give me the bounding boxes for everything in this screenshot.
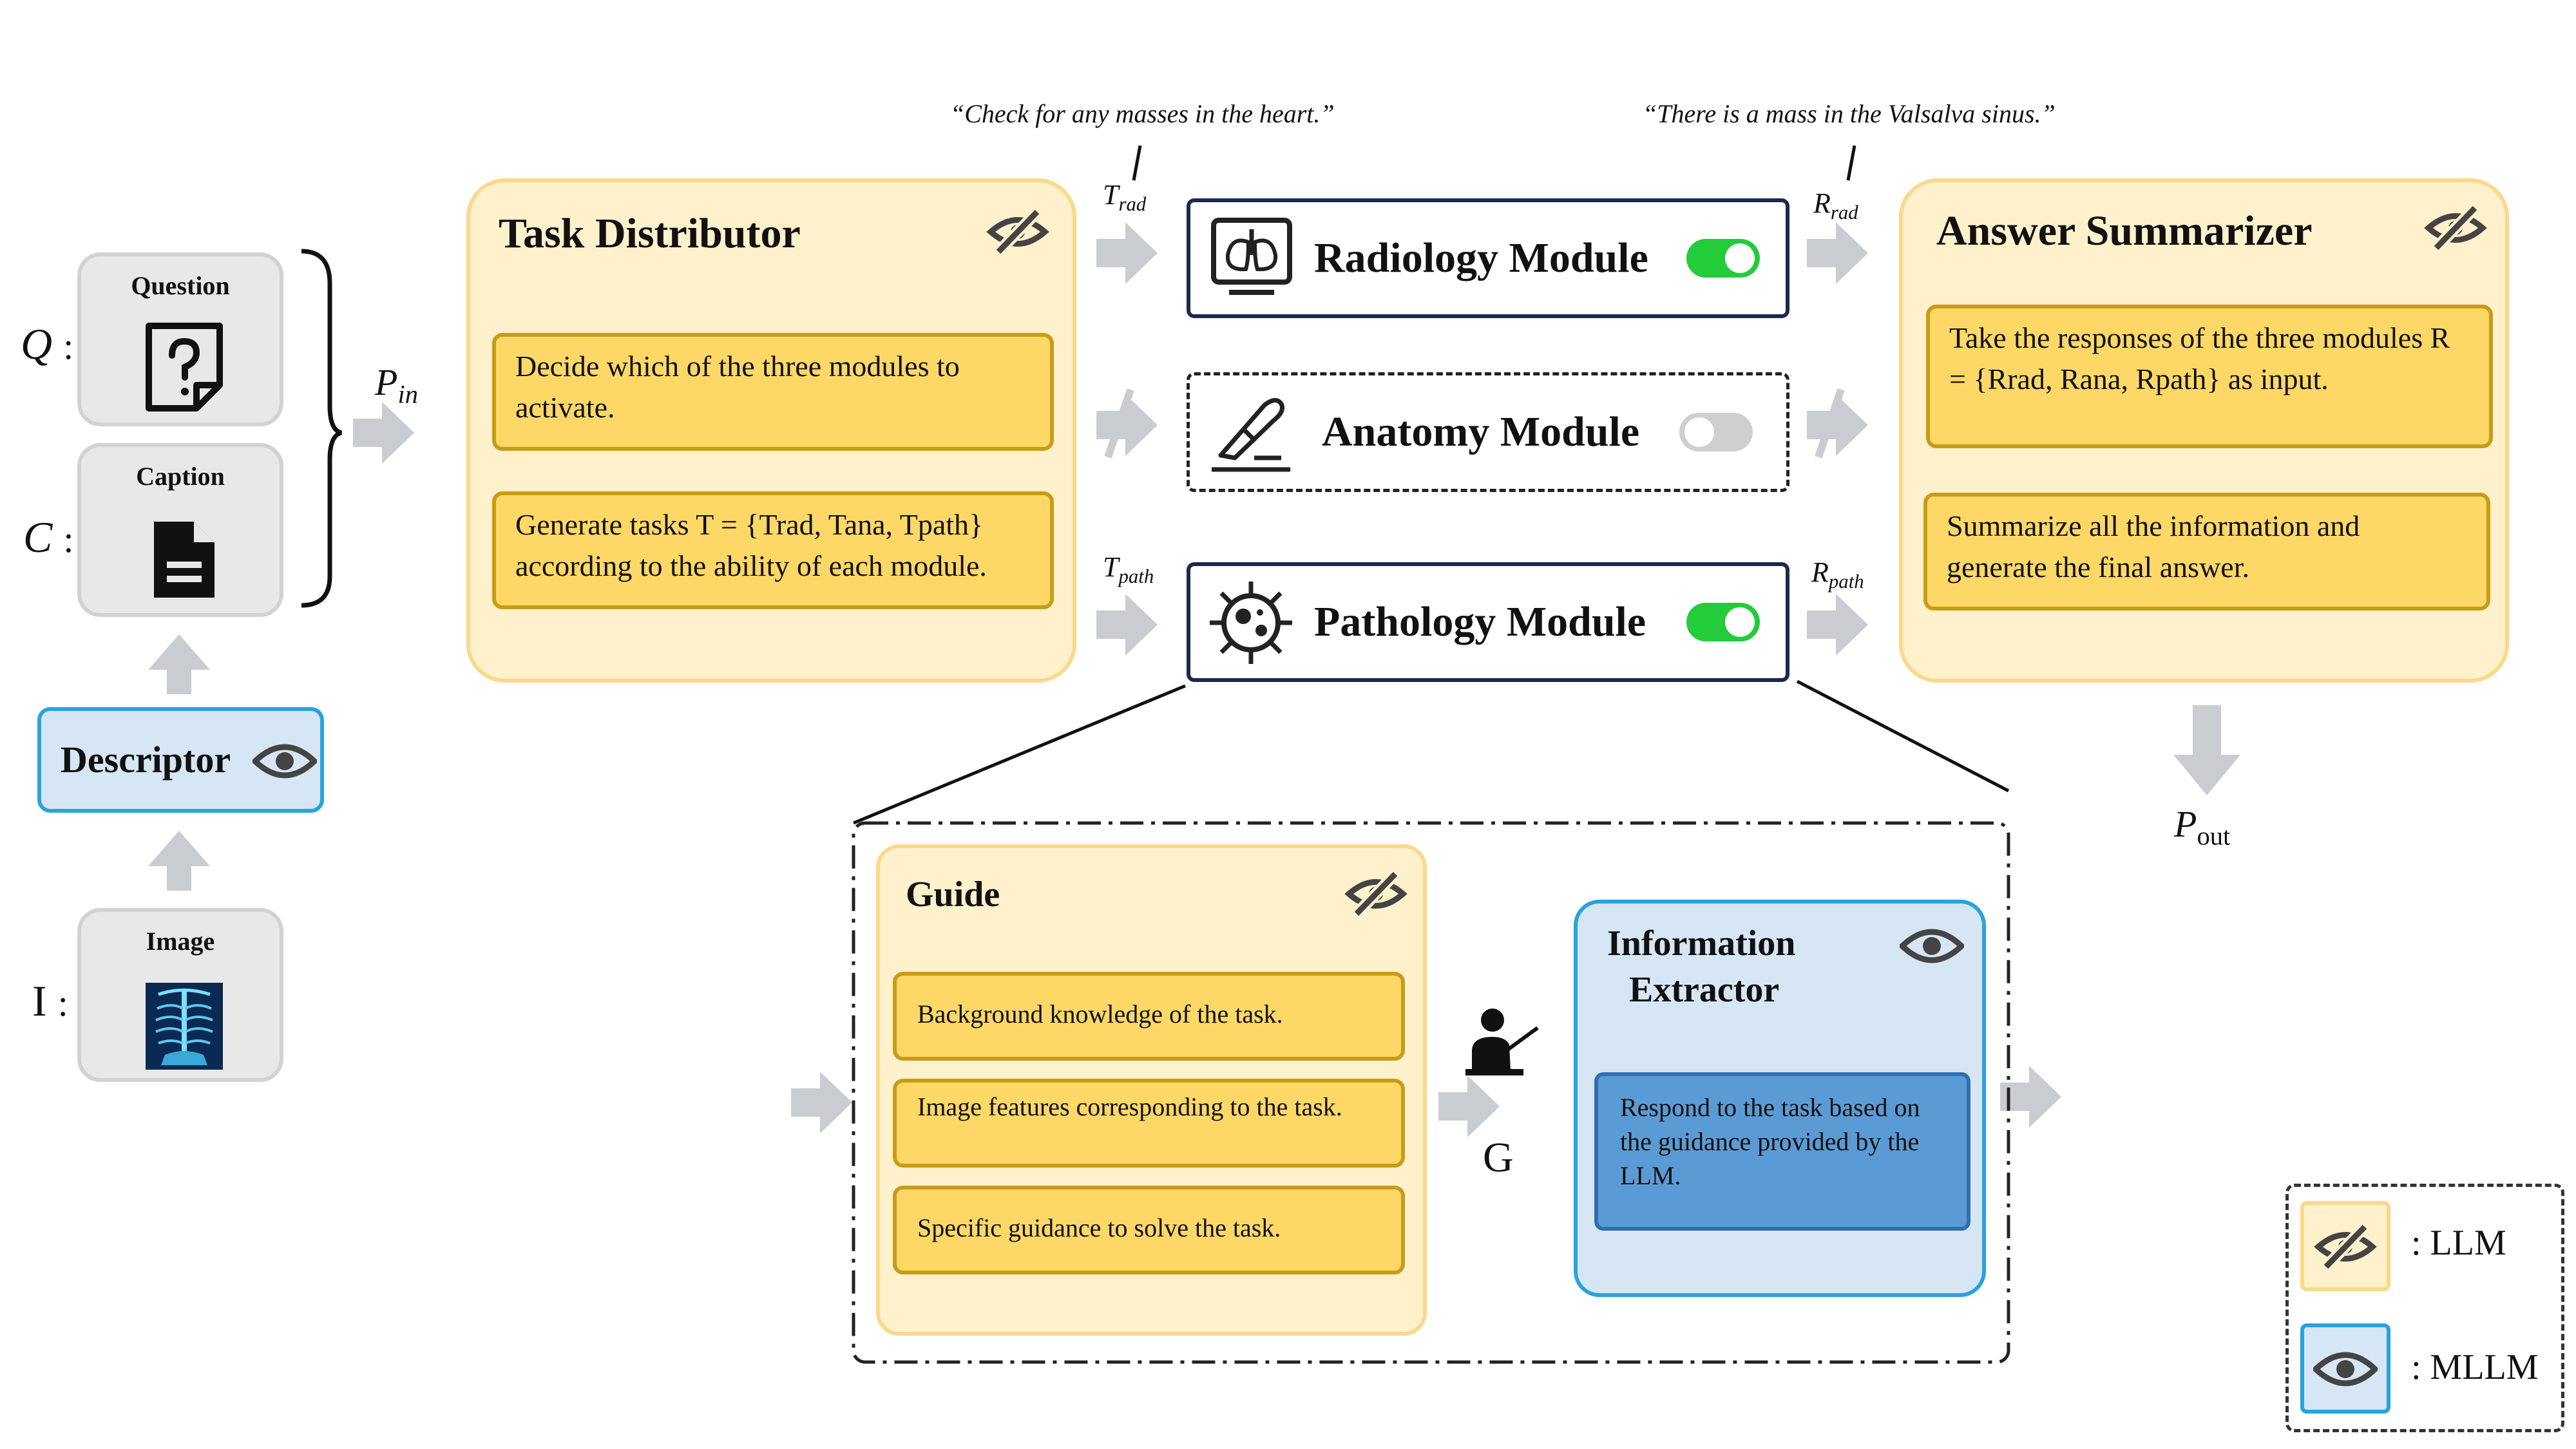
brace (301, 249, 343, 608)
extractor-title-line1: Information (1607, 923, 1796, 963)
eye-icon (2313, 1352, 2378, 1387)
document-icon (154, 522, 215, 598)
c-letter: C : (23, 513, 74, 562)
caption-label: Caption (136, 462, 225, 491)
extractor-item: Respond to the task based on the guidanc… (1594, 1072, 1970, 1231)
question-label: Question (131, 271, 230, 300)
quote-tick-2 (1846, 145, 1856, 181)
arrow-tpath (1096, 594, 1158, 656)
arrow-trad (1096, 222, 1158, 284)
guide-item-background: Background knowledge of the task. (893, 972, 1405, 1061)
descriptor-label: Descriptor (61, 739, 231, 781)
legend-mllm-swatch (2300, 1323, 2390, 1414)
eye-icon (1900, 929, 1964, 963)
i-letter: I : (32, 976, 68, 1025)
quote-tick-1 (1132, 145, 1142, 181)
anatomy-module: Anatomy Module (1187, 372, 1789, 492)
answer-summarizer-panel: Answer Summarizer Take the responses of … (1899, 178, 2509, 683)
task-item-activate: Decide which of the three modules to act… (492, 333, 1054, 451)
lungs-monitor-icon (1211, 218, 1292, 295)
virus-icon (1210, 582, 1292, 664)
q-letter: Q : (21, 319, 74, 368)
arrow-pin (353, 402, 414, 464)
pathology-detail-frame (852, 821, 2010, 1364)
pathology-toggle[interactable] (1686, 603, 1760, 641)
question-quote: “Check for any masses in the heart.” (950, 99, 1335, 128)
scalpel-icon (1212, 398, 1290, 472)
pathology-module: Pathology Module (1187, 562, 1789, 682)
legend-mllm-label: : MLLM (2411, 1347, 2539, 1387)
caption-box: Caption (77, 443, 283, 617)
t-path-label: Tpath (1103, 551, 1154, 587)
information-extractor-panel: Information Extractor Respond to the tas… (1574, 900, 1986, 1297)
block-slash-1 (1104, 388, 1134, 459)
radiology-toggle[interactable] (1686, 239, 1760, 278)
eye-slash-icon (1344, 871, 1407, 916)
radiology-module: Radiology Module (1187, 198, 1789, 318)
p-in-label: Pin (375, 361, 419, 409)
question-doc-icon (146, 323, 223, 412)
anatomy-toggle[interactable] (1679, 413, 1753, 451)
legend: : LLM : MLLM (2285, 1184, 2564, 1432)
guide-title: Guide (906, 875, 1000, 914)
r-rad-label: Rrad (1813, 187, 1858, 223)
guide-item-guidance: Specific guidance to solve the task. (893, 1186, 1405, 1274)
extractor-title-line2: Extractor (1629, 970, 1780, 1010)
anatomy-module-name: Anatomy Module (1322, 408, 1640, 455)
xray-image-icon (146, 983, 223, 1070)
arrow-g (1438, 1075, 1500, 1137)
image-label: Image (146, 927, 215, 956)
question-box: Question (77, 252, 283, 426)
p-out-label: Pout (2174, 803, 2231, 851)
arrow-guide-in (791, 1072, 852, 1133)
arrow-descriptor-up (148, 634, 210, 694)
eye-slash-icon (986, 209, 1049, 254)
guide-panel: Guide Background knowledge of the task. … (876, 844, 1427, 1336)
legend-llm-swatch (2300, 1201, 2390, 1291)
zoom-line-left (853, 684, 1186, 825)
task-item-generate: Generate tasks T = {Trad, Tana, Tpath} a… (492, 491, 1054, 609)
descriptor-box: Descriptor (37, 707, 324, 813)
image-box: Image (77, 908, 283, 1082)
arrow-rpath (1807, 594, 1868, 656)
teacher-icon (1465, 1009, 1539, 1075)
arrow-pout-down (2173, 705, 2240, 795)
arrow-image-up (148, 831, 210, 891)
summarizer-item-final: Summarize all the information and genera… (1923, 493, 2490, 611)
pathology-module-name: Pathology Module (1314, 598, 1646, 645)
answer-summarizer-title: Answer Summarizer (1936, 207, 2313, 254)
task-distributor-panel: Task Distributor Decide which of the thr… (466, 178, 1076, 683)
arrow-rrad (1807, 222, 1868, 284)
guide-item-features: Image features corresponding to the task… (893, 1079, 1405, 1168)
eye-slash-icon (2314, 1224, 2377, 1269)
task-distributor-title: Task Distributor (499, 210, 801, 257)
legend-llm-label: : LLM (2411, 1223, 2506, 1263)
eye-slash-icon (2424, 205, 2487, 251)
answer-quote: “There is a mass in the Valsalva sinus.” (1643, 99, 2056, 128)
block-slash-2 (1815, 388, 1845, 459)
t-rad-label: Trad (1103, 179, 1147, 215)
summarizer-item-input: Take the responses of the three modules … (1926, 305, 2493, 448)
radiology-module-name: Radiology Module (1314, 234, 1648, 281)
zoom-line-right (1796, 679, 2010, 793)
g-label: G (1483, 1134, 1514, 1181)
eye-icon (253, 744, 317, 779)
r-path-label: Rpath (1811, 556, 1864, 592)
